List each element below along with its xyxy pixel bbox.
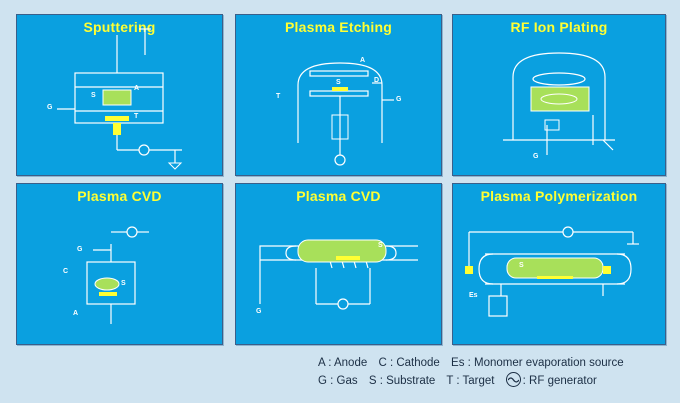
plasma-cvd-tube-diagram: [259, 239, 418, 310]
label-substrate: S: [121, 280, 126, 287]
legend-target: T : Target: [446, 375, 495, 387]
panel-title: Plasma CVD: [296, 188, 381, 204]
legend-substrate: S : Substrate: [368, 375, 436, 387]
label-substrate: S: [519, 262, 524, 269]
panel-plasma-polymerization: Plasma Polymerization S Es: [452, 183, 666, 345]
panel-title: Plasma Etching: [284, 19, 393, 35]
label-anode: A: [73, 310, 79, 317]
panel-plasma-cvd-2: Plasma CVD S G: [235, 183, 442, 345]
legend-gas: G : Gas: [318, 375, 358, 387]
label-anode: A: [360, 57, 366, 64]
panel-title: RF Ion Plating: [510, 19, 608, 35]
label-target: T: [134, 113, 139, 120]
sputtering-diagram: [57, 28, 183, 170]
label-anode: A: [134, 85, 140, 92]
rf-ion-plating-diagram: [503, 52, 615, 155]
panel-rf-ion-plating: RF Ion Plating G: [452, 14, 666, 176]
panel-title: Plasma CVD: [77, 188, 162, 204]
label-substrate: S: [91, 92, 96, 99]
label-gas: G: [47, 104, 53, 111]
legend-anode: A : Anode: [318, 357, 368, 369]
panel-plasma-etching: Plasma Etching A S D T G: [235, 14, 442, 176]
legend: A : Anode C : Cathode Es : Monomer evapo…: [318, 354, 632, 390]
legend-cathode: C : Cathode: [378, 357, 440, 369]
label-substrate: S: [378, 242, 383, 249]
legend-row-2: G : Gas S : Substrate T : Target : RF ge…: [318, 372, 632, 390]
legend-row-1: A : Anode C : Cathode Es : Monomer evapo…: [318, 354, 632, 372]
legend-rf: : RF generator: [522, 375, 597, 387]
label-gas: G: [533, 153, 539, 160]
panel-sputtering: Sputtering S A T G: [16, 14, 223, 176]
legend-monomer: Es : Monomer evaporation source: [451, 357, 624, 369]
label-d: D: [374, 77, 380, 84]
panel-plasma-cvd-1: Plasma CVD G C S A: [16, 183, 223, 345]
label-gas: G: [256, 308, 262, 315]
label-substrate: S: [336, 79, 341, 86]
label-target: T: [276, 93, 281, 100]
label-cathode: C: [63, 268, 69, 275]
label-gas: G: [396, 96, 402, 103]
panel-title: Plasma Polymerization: [480, 188, 638, 204]
label-gas: G: [77, 246, 83, 253]
plasma-etching-diagram: [297, 62, 394, 166]
panel-title: Sputtering: [83, 19, 156, 35]
plasma-cvd-diagram: [86, 226, 149, 324]
label-monomer-source: Es: [469, 292, 478, 299]
rf-generator-icon: [505, 372, 521, 387]
plasma-polymerization-diagram: [465, 226, 639, 317]
